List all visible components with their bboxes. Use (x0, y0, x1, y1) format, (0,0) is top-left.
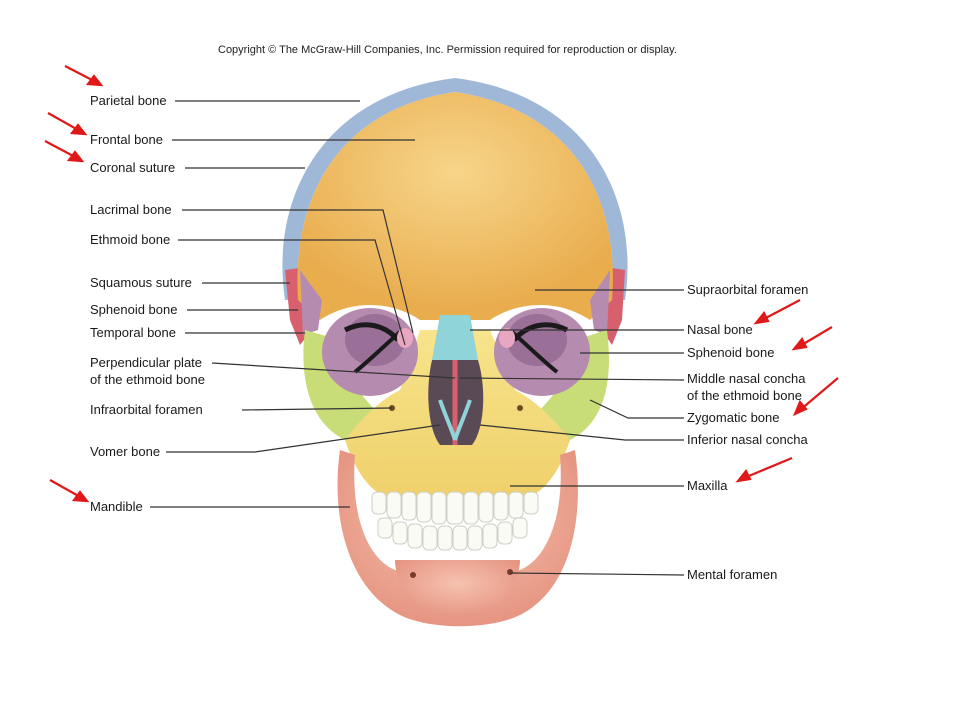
red-arrows (44, 65, 839, 503)
leader-lines (150, 100, 685, 576)
frontal-bone-region (297, 92, 613, 320)
label-maxilla: Maxilla (687, 478, 728, 493)
label-parietal-bone: Parietal bone (90, 93, 167, 108)
label-sphenoid-bone-left: Sphenoid bone (90, 302, 178, 317)
label-ethmoid-bone: Ethmoid bone (90, 232, 171, 247)
label-infraorbital-foramen: Infraorbital foramen (90, 402, 203, 417)
label-temporal-bone: Temporal bone (90, 325, 176, 340)
mandible-region (337, 450, 578, 627)
label-nasal-bone: Nasal bone (687, 322, 753, 337)
label-supraorbital-foramen: Supraorbital foramen (687, 282, 809, 297)
label-perpendicular-plate-2: of the ethmoid bone (90, 372, 205, 387)
sphenoid-bone-right (590, 270, 610, 335)
teeth (371, 491, 539, 551)
label-mandible: Mandible (90, 499, 143, 514)
label-perpendicular-plate-1: Perpendicular plate (90, 355, 203, 370)
temporal-bone-right (602, 268, 625, 345)
label-zygomatic-bone: Zygomatic bone (687, 410, 780, 425)
label-middle-nasal-concha-2: of the ethmoid bone (687, 388, 802, 403)
sphenoid-bone-left (300, 270, 322, 335)
copyright-notice: Copyright © The McGraw-Hill Companies, I… (218, 44, 677, 56)
label-squamous-suture: Squamous suture (90, 275, 192, 290)
label-mental-foramen: Mental foramen (687, 567, 778, 582)
label-middle-nasal-concha-1: Middle nasal concha (687, 371, 806, 386)
label-vomer-bone: Vomer bone (90, 444, 161, 459)
label-sphenoid-bone-right: Sphenoid bone (687, 345, 775, 360)
label-coronal-suture: Coronal suture (90, 160, 176, 175)
nasal-bone-region (432, 315, 478, 360)
label-lacrimal-bone: Lacrimal bone (90, 202, 172, 217)
label-inferior-nasal-concha: Inferior nasal concha (687, 432, 808, 447)
label-frontal-bone: Frontal bone (90, 132, 163, 147)
